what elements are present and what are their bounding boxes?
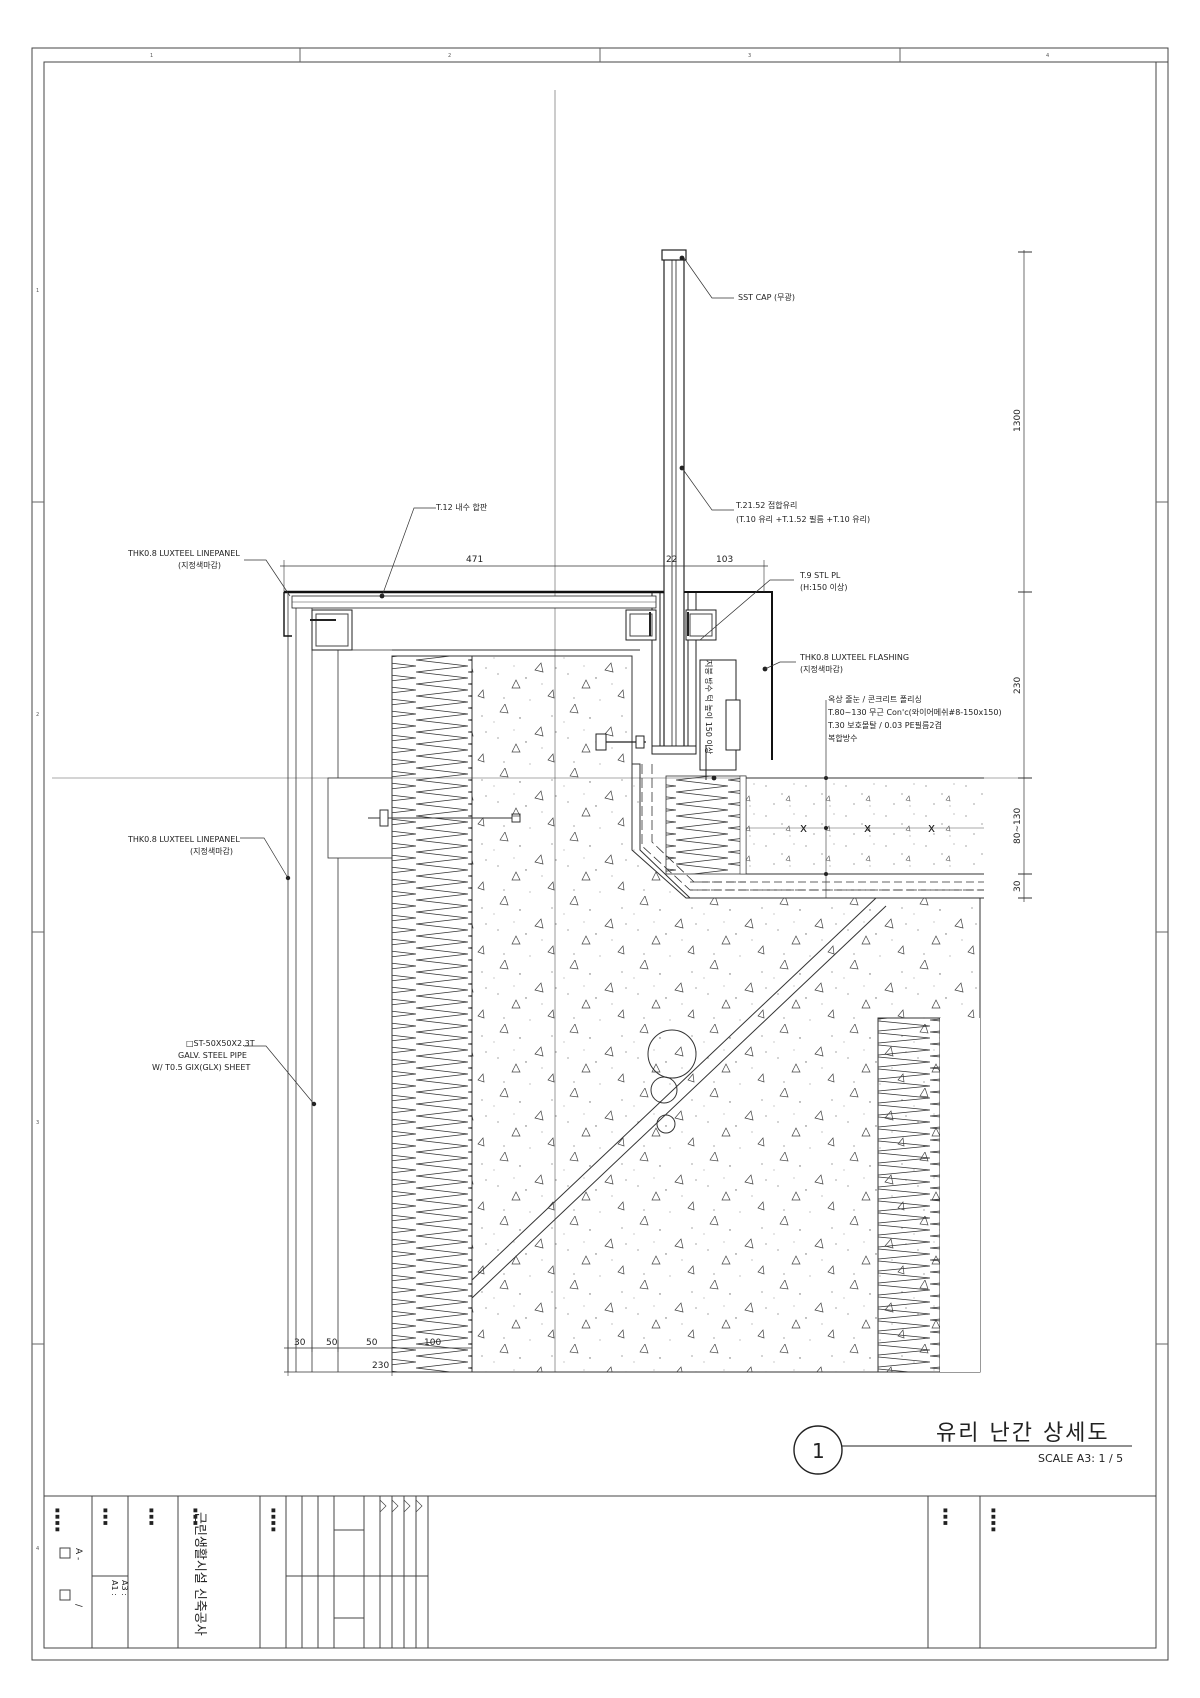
- label-steel-pipe-sheet: W/ T0.5 GIX(GLX) SHEET: [152, 1063, 250, 1072]
- glass-railing: [595, 249, 741, 781]
- zone-mark-top: 4: [1046, 53, 1049, 59]
- detail-number: 1: [812, 1439, 825, 1463]
- mesh-mark: x: [800, 821, 807, 835]
- dim-22: 22: [666, 555, 677, 565]
- svg-text:■ ■ ■: ■ ■ ■: [942, 1508, 948, 1526]
- label-roof-layer-3: T.30 보호몰탈 / 0.03 PE필름2겹: [827, 720, 942, 730]
- parapet-height-note: 지붕 방수 턱 높이 150 이상: [704, 660, 714, 755]
- drawing-scale: SCALE A3: 1 / 5: [1038, 1452, 1123, 1465]
- label-plywood: T.12 내수 합판: [435, 503, 488, 512]
- border-zone-marks: 1 2 3 4 1 2 3 4: [32, 48, 1168, 1552]
- dim-50a: 50: [326, 1338, 338, 1348]
- drain-pipe: [471, 897, 887, 1299]
- mesh-mark: x: [928, 821, 935, 835]
- roof-slab: x x x: [690, 776, 984, 899]
- svg-text:■ ■ ■: ■ ■ ■: [148, 1508, 154, 1526]
- parapet-waterproofing: [631, 764, 984, 899]
- svg-text:■ ■ ■ ■: ■ ■ ■ ■: [54, 1508, 60, 1532]
- zone-mark-side: 3: [36, 1120, 39, 1126]
- dim-471: 471: [466, 555, 483, 565]
- label-stl-plate-height: (H:150 이상): [800, 582, 848, 592]
- label-laminated-glass: T.21.52 접합유리: [735, 500, 797, 510]
- svg-text:■ ■ ■ ■: ■ ■ ■ ■: [270, 1508, 276, 1532]
- annotation-leaders: [240, 257, 827, 1107]
- dim-50b: 50: [366, 1338, 378, 1348]
- dim-103: 103: [716, 555, 733, 565]
- dim-100: 100: [424, 1338, 441, 1348]
- zone-mark-side: 4: [36, 1546, 39, 1552]
- sheet-reference: A -: [73, 1548, 83, 1560]
- label-sst-cap: SST CAP (무광): [738, 292, 795, 302]
- label-flashing: THK0.8 LUXTEEL FLASHING: [799, 653, 909, 662]
- label-roof-layer-2: T.80~130 무근 Con'c(와이어메쉬#8-150x150): [827, 707, 1002, 717]
- label-roof-layer-1: 옥상 줄눈 / 콘크리트 폴리싱: [828, 694, 922, 704]
- coping-assembly: [283, 590, 773, 760]
- wall-insulation: [391, 655, 473, 1373]
- paper-size-a1: A1 :: [110, 1580, 119, 1596]
- zone-mark-top: 2: [448, 53, 451, 59]
- zone-mark-top: 3: [748, 53, 751, 59]
- dim-230: 230: [372, 1361, 389, 1371]
- dim-1300: 1300: [1013, 409, 1023, 432]
- top-dimensions: 471 22 103: [280, 555, 768, 592]
- paper-size-a3: A3 :: [120, 1580, 129, 1596]
- sheet-page-separator: /: [73, 1604, 83, 1608]
- dim-80-130: 80~130: [1013, 808, 1023, 844]
- label-linepanel-mid: THK0.8 LUXTEEL LINEPANEL: [127, 835, 240, 844]
- project-name: 근린생활시설 신축공사: [192, 1512, 207, 1636]
- zone-mark-top: 1: [150, 53, 153, 59]
- dim-30-vertical: 30: [1013, 880, 1023, 892]
- bottom-dimensions: 30 50 50 100 230: [284, 1338, 473, 1376]
- label-laminated-glass-detail: (T.10 유리 +T.1.52 필름 +T.10 유리): [736, 514, 870, 524]
- label-linepanel-top: THK0.8 LUXTEEL LINEPANEL: [127, 549, 240, 558]
- sst-cap: [661, 249, 687, 261]
- label-steel-pipe-type: GALV. STEEL PIPE: [178, 1051, 247, 1060]
- title-block: ■ ■ ■ ■ ■ ■ ■ ■ ■ ■ ■ ■ ■ ■ ■ ■ ■ ■ ■ ■ …: [54, 1496, 996, 1648]
- label-steel-pipe: □ST-50X50X2.3T: [186, 1039, 255, 1048]
- detail-number-circle: [793, 1425, 843, 1475]
- dim-30: 30: [294, 1338, 306, 1348]
- label-linepanel-mid-finish: (지정색마감): [190, 846, 233, 856]
- label-flashing-finish: (지정색마감): [800, 664, 843, 674]
- dim-230-vertical: 230: [1013, 677, 1023, 694]
- label-linepanel-top-finish: (지정색마감): [178, 560, 221, 570]
- label-stl-plate: T.9 STL PL: [799, 571, 841, 580]
- drawing-title-block: 1 유리 난간 상세도 SCALE A3: 1 / 5: [793, 1421, 1132, 1475]
- zone-mark-side: 1: [36, 288, 39, 294]
- drawing-title: 유리 난간 상세도: [936, 1421, 1110, 1446]
- zone-mark-side: 2: [36, 712, 39, 718]
- right-insulation: [877, 1017, 941, 1373]
- label-roof-layer-4: 복합방수: [828, 733, 857, 743]
- right-dimensions: 1300 230 80~130 30: [1013, 250, 1032, 902]
- mesh-mark: x: [864, 821, 871, 835]
- svg-text:■ ■ ■: ■ ■ ■: [102, 1508, 108, 1526]
- concrete-structure: [471, 655, 981, 1373]
- svg-text:■ ■ ■: ■ ■ ■: [192, 1508, 198, 1526]
- svg-text:■ ■ ■ ■: ■ ■ ■ ■: [990, 1508, 996, 1532]
